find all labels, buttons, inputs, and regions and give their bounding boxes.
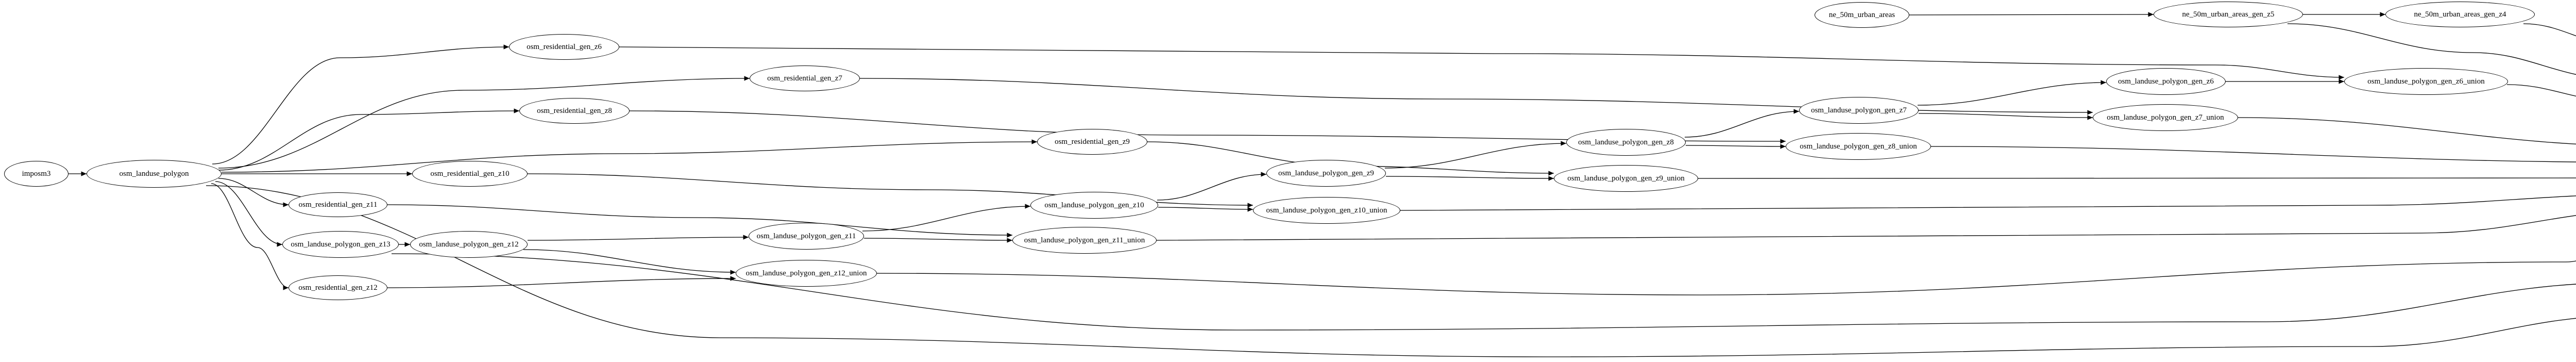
edge-osm_landuse_polygon-to-osm_residential_gen_z9: [221, 139, 1038, 173]
node-ne_50m_urban_areas: ne_50m_urban_areas: [1815, 2, 1909, 28]
edge-osm_landuse_polygon_gen_z9-to-osm_landuse_polygon_gen_z9_union: [1385, 176, 1554, 181]
edge-osm_landuse_polygon_gen_z7-to-osm_landuse_polygon_gen_z6: [1917, 80, 2107, 106]
node-osm_landuse_polygon_gen_z6_union: osm_landuse_polygon_gen_z6_union: [2344, 68, 2508, 95]
node-osm_landuse_polygon_gen_z9_union: osm_landuse_polygon_gen_z9_union: [1554, 165, 1698, 192]
node-osm_landuse_polygon_gen_z8_union: osm_landuse_polygon_gen_z8_union: [1786, 133, 1931, 160]
node-osm_residential_gen_z6: osm_residential_gen_z6: [509, 34, 619, 60]
edge-osm_landuse_polygon-to-osm_residential_gen_z11: [218, 178, 289, 207]
node-osm_landuse_polygon_gen_z10_union: osm_landuse_polygon_gen_z10_union: [1253, 197, 1400, 224]
edge-osm_landuse_polygon_gen_z9-to-osm_landuse_polygon_gen_z8: [1384, 141, 1567, 169]
edge-ne_50m_urban_areas_gen_z4-to-layer_landuse-z4: [2523, 23, 2576, 37]
edge-osm_landuse_polygon_gen_z8_union-to-layer_landuse-z8: [1930, 146, 2576, 162]
edge-osm_landuse_polygon-to-layer_landuse-z14+: [206, 185, 2576, 357]
edge-osm_landuse_polygon_gen_z12-to-osm_landuse_polygon_gen_z11: [527, 235, 749, 241]
node-osm_residential_gen_z9: osm_residential_gen_z9: [1037, 129, 1147, 155]
edge-osm_landuse_polygon_gen_z10_union-to-layer_landuse-z10: [1400, 195, 2576, 211]
node-osm_landuse_polygon_gen_z8: osm_landuse_polygon_gen_z8: [1566, 129, 1686, 156]
edge-osm_landuse_polygon_gen_z10-to-osm_landuse_polygon_gen_z10_union: [1158, 207, 1253, 212]
node-ne_50m_urban_areas_gen_z4: ne_50m_urban_areas_gen_z4: [2385, 2, 2535, 27]
node-osm_residential_gen_z10: osm_residential_gen_z10: [412, 161, 528, 187]
node-osm_landuse_polygon_gen_z13: osm_landuse_polygon_gen_z13: [282, 231, 399, 258]
edge-osm_landuse_polygon_gen_z12-to-osm_landuse_polygon_gen_z12_union: [523, 249, 736, 275]
edge-osm_landuse_polygon-to-osm_residential_gen_z8: [218, 108, 520, 171]
edge-osm_landuse_polygon_gen_z13-to-layer_landuse-z13: [391, 253, 2576, 331]
node-osm_landuse_polygon_gen_z6: osm_landuse_polygon_gen_z6: [2106, 68, 2226, 95]
node-osm_landuse_polygon: osm_landuse_polygon: [87, 160, 222, 188]
node-osm_landuse_polygon_gen_z11: osm_landuse_polygon_gen_z11: [749, 223, 864, 250]
edge-osm_landuse_polygon_gen_z11-to-osm_landuse_polygon_gen_z11_union: [863, 238, 1013, 243]
edge-osm_landuse_polygon-to-osm_residential_gen_z6: [212, 44, 510, 164]
edge-osm_landuse_polygon_gen_z11-to-osm_landuse_polygon_gen_z10: [862, 204, 1031, 232]
node-osm_residential_gen_z7: osm_residential_gen_z7: [750, 65, 860, 91]
edge-osm_landuse_polygon_gen_z7_union-to-layer_landuse-z7: [2238, 117, 2576, 145]
edge-osm_landuse_polygon_gen_z7-to-osm_landuse_polygon_gen_z7_union: [1918, 113, 2093, 120]
edge-osm_landuse_polygon-to-osm_residential_gen_z12: [211, 183, 289, 290]
edge-ne_50m_urban_areas-to-ne_50m_urban_areas_gen_z5: [1909, 12, 2154, 17]
node-imposm3: imposm3: [4, 161, 69, 187]
edge-osm_residential_gen_z12-to-osm_landuse_polygon_gen_z12_union: [387, 276, 736, 288]
node-osm_landuse_polygon_gen_z9: osm_landuse_polygon_gen_z9: [1266, 160, 1386, 187]
node-osm_landuse_polygon_gen_z10: osm_landuse_polygon_gen_z10: [1030, 192, 1158, 219]
edge-ne_50m_urban_areas_gen_z5-to-layer_landuse-z5: [2287, 23, 2576, 75]
node-osm_landuse_polygon_gen_z11_union: osm_landuse_polygon_gen_z11_union: [1012, 227, 1157, 254]
edge-osm_landuse_polygon_gen_z10-to-osm_landuse_polygon_gen_z9: [1157, 172, 1267, 201]
node-osm_residential_gen_z12: osm_residential_gen_z12: [289, 275, 387, 300]
node-osm_landuse_polygon_gen_z12: osm_landuse_polygon_gen_z12: [410, 231, 528, 258]
node-osm_landuse_polygon_gen_z7_union: osm_landuse_polygon_gen_z7_union: [2093, 104, 2238, 131]
edge-osm_landuse_polygon_gen_z6_union-to-layer_landuse-z6: [2506, 84, 2576, 97]
edge-osm_residential_gen_z11-to-osm_landuse_polygon_gen_z11_union: [387, 204, 1013, 238]
edge-osm_landuse_polygon_gen_z8-to-osm_landuse_polygon_gen_z8_union: [1685, 144, 1786, 149]
node-osm_landuse_polygon_gen_z12_union: osm_landuse_polygon_gen_z12_union: [736, 260, 877, 287]
edge-osm_landuse_polygon-to-osm_landuse_polygon_gen_z13: [215, 181, 283, 247]
node-osm_residential_gen_z11: osm_residential_gen_z11: [289, 192, 387, 217]
node-osm_landuse_polygon_gen_z7: osm_landuse_polygon_gen_z7: [1799, 97, 1919, 124]
edge-osm_landuse_polygon_gen_z12_union-to-layer_landuse-z12: [876, 260, 2576, 295]
node-ne_50m_urban_areas_gen_z5: ne_50m_urban_areas_gen_z5: [2154, 2, 2303, 27]
edge-osm_landuse_polygon_gen_z8-to-osm_landuse_polygon_gen_z7: [1684, 109, 1800, 138]
node-osm_residential_gen_z8: osm_residential_gen_z8: [519, 98, 630, 124]
edge-osm_landuse_polygon-to-osm_residential_gen_z7: [218, 76, 750, 169]
edge-osm_residential_gen_z6-to-osm_landuse_polygon_gen_z6_union: [619, 46, 2345, 80]
